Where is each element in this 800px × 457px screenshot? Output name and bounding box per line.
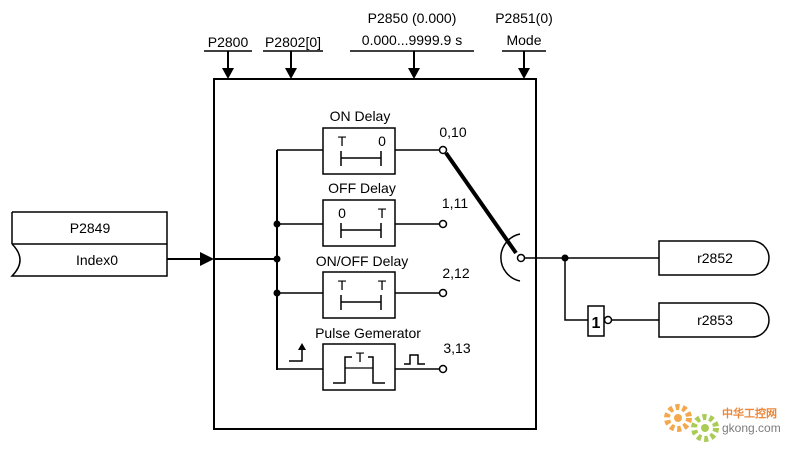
onoff-delay-title: ON/OFF Delay (316, 253, 409, 269)
pulse-title: Pulse Gemerator (315, 325, 421, 341)
off-delay-right: T (378, 205, 387, 221)
on-delay-left: T (338, 133, 347, 149)
switch-contact (438, 145, 448, 155)
selector-switch-arm (444, 151, 518, 255)
p2850-line2: 0.000...9999.9 s (362, 32, 462, 48)
rising-edge-icon (289, 346, 303, 362)
param-p2850: P2850 (0.000) 0.000...9999.9 s (350, 10, 474, 79)
param-p2802: P2802[0] (263, 34, 323, 79)
input-connector: P2849 Index0 (10, 211, 168, 277)
output-r2852: r2852 (658, 240, 770, 276)
off-delay-title: OFF Delay (328, 180, 396, 196)
pulse-output-icon (404, 354, 425, 365)
selector-pivot (500, 233, 521, 282)
off-delay-block: OFF Delay 0 T 1,11 (277, 180, 468, 247)
output-r2853: r2853 (658, 302, 770, 338)
p2802-arrow-icon (285, 68, 297, 79)
main-function-block (213, 78, 537, 430)
on-delay-title: ON Delay (330, 108, 391, 124)
switch-contact (438, 288, 448, 298)
p2800-arrow-icon (222, 68, 234, 79)
p2850-arrow-icon (408, 68, 420, 79)
onoff-delay-output: 2,12 (442, 265, 469, 281)
watermark: 中华工控网 gkong.com (664, 404, 781, 442)
param-p2851: P2851(0) Mode (495, 10, 553, 79)
param-p2800: P2800 (204, 34, 252, 79)
off-delay-left: 0 (338, 205, 346, 221)
input-param-name: P2849 (70, 220, 111, 236)
onoff-delay-right: T (378, 277, 387, 293)
onoff-delay-block: ON/OFF Delay T T 2,12 (277, 253, 470, 319)
onoff-delay-left: T (338, 277, 347, 293)
not-gate-label: 1 (592, 315, 601, 332)
p2850-line1: P2850 (0.000) (368, 10, 457, 26)
on-delay-block: ON Delay T 0 0,10 (277, 108, 467, 175)
r2853-label: r2853 (697, 312, 733, 328)
p2851-line2: Mode (506, 32, 541, 48)
pulse-center: T (356, 349, 365, 365)
p2802-label: P2802[0] (265, 34, 321, 50)
junction-dot (273, 255, 281, 263)
p2851-arrow-icon (518, 68, 530, 79)
watermark-cn: 中华工控网 (722, 406, 777, 420)
off-delay-output: 1,11 (442, 195, 468, 211)
p2800-label: P2800 (208, 34, 249, 50)
switch-contact (438, 364, 448, 374)
not-gate: 1 (587, 305, 659, 337)
on-delay-output: 0,10 (439, 124, 466, 140)
on-delay-right: 0 (378, 133, 386, 149)
pulse-generator-block: Pulse Gemerator T 3,13 (276, 293, 471, 391)
r2852-label: r2852 (697, 250, 733, 266)
input-index: Index0 (76, 252, 118, 268)
gear-icon (664, 404, 692, 432)
gear-icon (691, 414, 719, 442)
p2851-line1: P2851(0) (495, 10, 553, 26)
pulse-output: 3,13 (443, 340, 470, 356)
switch-contact (438, 219, 448, 229)
input-arrow-icon (200, 252, 214, 266)
watermark-url: gkong.com (722, 421, 781, 435)
